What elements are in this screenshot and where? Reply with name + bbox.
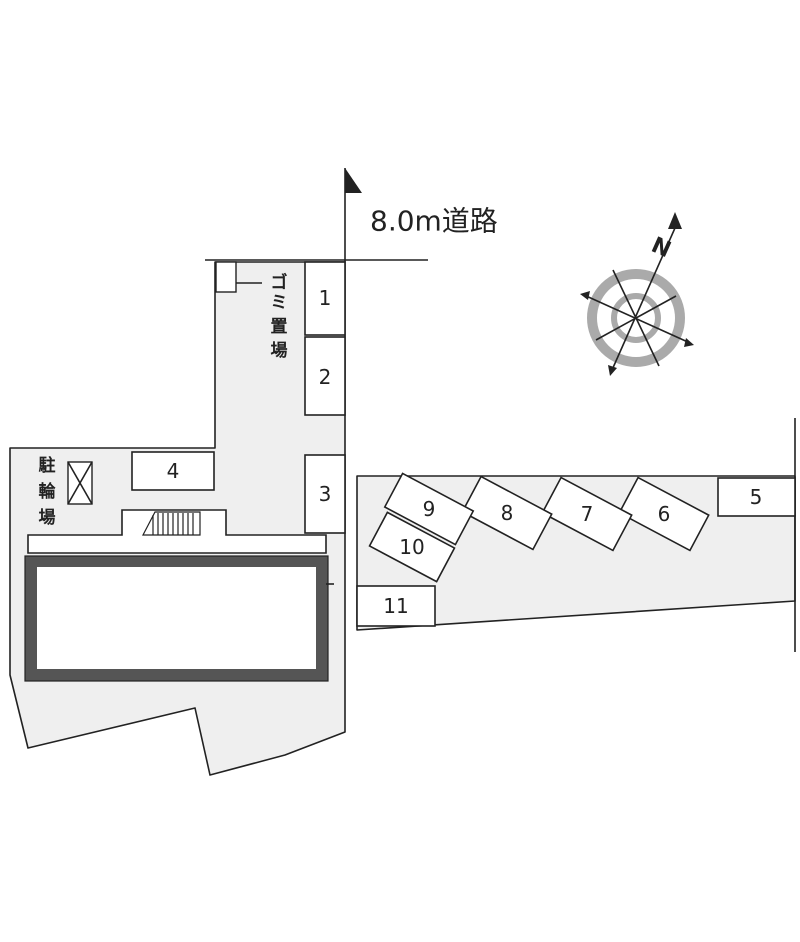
- bicycle-box-cross-2: [67, 461, 93, 505]
- svg-text:7: 7: [581, 502, 594, 526]
- svg-text:6: 6: [658, 502, 671, 526]
- bicycle-label-char-3: 場: [39, 508, 56, 528]
- parking-space-10: 10: [368, 511, 456, 583]
- parking-space-11: 11: [356, 585, 436, 627]
- bicycle-label-char-2: 輪: [39, 481, 57, 502]
- garbage-box: [215, 261, 237, 293]
- compass-north-arrow: [668, 212, 682, 229]
- svg-text:1: 1: [319, 286, 332, 310]
- stairs-treads: [152, 513, 194, 535]
- parking-space-7: 7: [541, 476, 633, 552]
- svg-text:5: 5: [750, 485, 763, 509]
- compass-spokes: [583, 227, 691, 371]
- compass-east-arrow: [684, 338, 694, 347]
- entrance-flag: [345, 168, 362, 193]
- compass: N: [580, 212, 694, 376]
- svg-text:8: 8: [501, 501, 514, 525]
- garbage-label-char-1: ゴ: [271, 272, 288, 293]
- svg-text:9: 9: [423, 497, 436, 521]
- parking-space-9: 9: [383, 472, 475, 546]
- parking-space-3: 3: [304, 454, 346, 534]
- parking-space-4: 4: [131, 451, 215, 491]
- parking-space-8: 8: [461, 475, 553, 551]
- svg-text:4: 4: [167, 459, 180, 483]
- compass-south-arrow: [608, 365, 617, 376]
- compass-ring: [587, 269, 685, 367]
- svg-text:3: 3: [319, 482, 332, 506]
- stairs: [142, 511, 201, 536]
- garbage-label-char-2: ミ: [271, 293, 288, 313]
- parking-space-2: 2: [304, 336, 346, 416]
- svg-text:10: 10: [399, 535, 424, 559]
- compass-west-arrow: [580, 291, 590, 300]
- parking-space-6: 6: [618, 476, 710, 552]
- garbage-label-char-4: 場: [271, 341, 288, 361]
- compass-inner-ring: [611, 293, 661, 343]
- building-interior: [37, 567, 316, 669]
- svg-text:2: 2: [319, 365, 332, 389]
- parking-space-5: 5: [717, 477, 796, 517]
- svg-text:11: 11: [383, 594, 408, 618]
- bicycle-label-char-1: 駐: [39, 455, 56, 476]
- road-label: 8.0m道路: [370, 205, 498, 238]
- garbage-label-char-3: 置: [271, 317, 288, 337]
- parking-space-1: 1: [304, 261, 346, 336]
